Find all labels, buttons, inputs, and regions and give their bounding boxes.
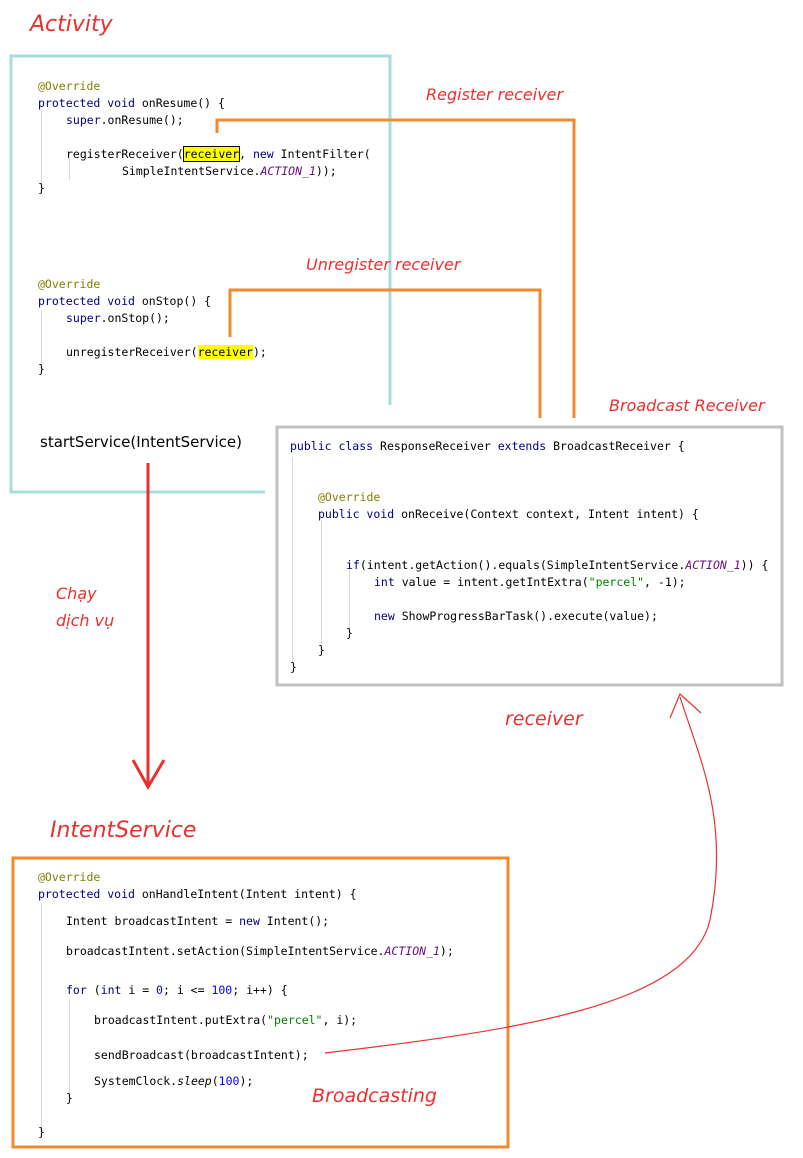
- unregister-connector: [228, 288, 542, 418]
- receiver-label: receiver: [505, 708, 583, 730]
- receiver-if-statement: if(intent.getAction().equals(SimpleInten…: [346, 558, 769, 572]
- receiver-annotation: @Override: [318, 490, 381, 504]
- receiver-close-class: }: [290, 660, 297, 674]
- activity-super-onstop: super.onStop();: [66, 311, 170, 325]
- activity-label: Activity: [30, 12, 113, 37]
- receiver-highlight-unregister: receiver: [197, 345, 253, 359]
- service-for-loop: for (int i = 0; i <= 100; i++) {: [66, 983, 288, 997]
- receiver-highlight-register: receiver: [182, 146, 241, 162]
- unregister-receiver-label: Unregister receiver: [306, 255, 461, 274]
- receiver-close-method: }: [318, 643, 325, 657]
- service-put-extra: broadcastIntent.putExtra("percel", i);: [94, 1013, 358, 1027]
- receiver-execute-task: new ShowProgressBarTask().execute(value)…: [374, 609, 658, 623]
- broadcast-curve-head: [669, 692, 702, 719]
- register-connector: [215, 118, 576, 418]
- receiver-close-if: }: [346, 626, 353, 640]
- activity-unregister-call: unregisterReceiver(receiver);: [66, 345, 267, 359]
- activity-super-onresume: super.onResume();: [66, 113, 184, 127]
- service-set-action: broadcastIntent.setAction(SimpleIntentSe…: [66, 944, 454, 958]
- service-sleep: SystemClock.sleep(100);: [94, 1074, 254, 1088]
- activity-intent-filter-arg: SimpleIntentService.ACTION_1));: [122, 164, 337, 178]
- service-annotation: @Override: [38, 870, 101, 884]
- service-close-loop: }: [66, 1091, 73, 1105]
- start-service-arrow-head: [131, 759, 166, 791]
- run-service-label-line2: dịch vụ: [56, 611, 115, 630]
- receiver-onreceive-signature: public void onReceive(Context context, I…: [318, 507, 699, 521]
- activity-annotation-2: @Override: [38, 277, 101, 291]
- receiver-class-declaration: public class ResponseReceiver extends Br…: [290, 439, 685, 453]
- activity-register-call: registerReceiver(receiver, new IntentFil…: [66, 146, 371, 162]
- service-close-method: }: [38, 1125, 45, 1139]
- activity-close-brace-2: }: [38, 362, 45, 376]
- intent-service-label: IntentService: [50, 818, 197, 843]
- start-service-call: startService(IntentService): [40, 433, 242, 451]
- activity-onresume-signature: protected void onResume() {: [38, 96, 225, 110]
- activity-box: [9, 54, 392, 494]
- broadcast-receiver-label: Broadcast Receiver: [609, 396, 765, 415]
- service-onhandleintent-signature: protected void onHandleIntent(Intent int…: [38, 887, 357, 901]
- service-new-intent: Intent broadcastIntent = new Intent();: [66, 914, 330, 928]
- receiver-get-int-extra: int value = intent.getIntExtra("percel",…: [374, 575, 686, 589]
- broadcasting-label: Broadcasting: [312, 1085, 437, 1107]
- register-receiver-label: Register receiver: [426, 85, 564, 104]
- activity-annotation-1: @Override: [38, 79, 101, 93]
- activity-onstop-signature: protected void onStop() {: [38, 294, 212, 308]
- service-send-broadcast: sendBroadcast(broadcastIntent);: [94, 1048, 309, 1062]
- broadcast-curve: [324, 696, 718, 1054]
- activity-close-brace-1: }: [38, 181, 45, 195]
- receiver-box: [275, 425, 784, 687]
- run-service-label-line1: Chạy: [56, 584, 97, 603]
- service-box: [11, 856, 510, 1149]
